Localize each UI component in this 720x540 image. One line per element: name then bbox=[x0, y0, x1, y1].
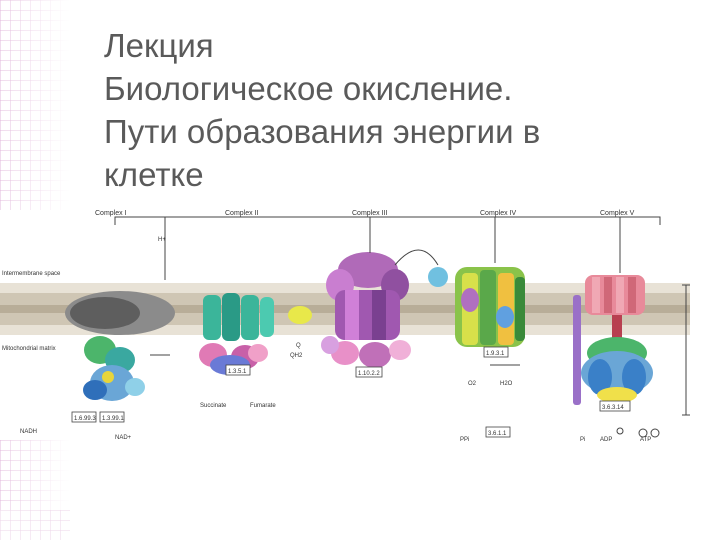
complex-label-3: Complex III bbox=[352, 210, 387, 217]
complex-1 bbox=[65, 291, 175, 401]
enzyme-code-4: 1.10.2.2 bbox=[358, 371, 380, 377]
electron-transport-chain-diagram: Complex I Complex II Complex III Complex… bbox=[0, 210, 690, 443]
enzyme-code-6: 3.6.3.14 bbox=[602, 405, 624, 411]
molecule-h-plus: H+ bbox=[158, 237, 166, 243]
molecule-pi: Pi bbox=[580, 437, 585, 443]
molecule-nad: NAD+ bbox=[115, 435, 132, 441]
matrix-label: Mitochondrial matrix bbox=[2, 346, 56, 352]
molecule-qh2: QH2 bbox=[290, 353, 303, 359]
molecule-q: Q bbox=[296, 343, 301, 349]
complex-label-1: Complex I bbox=[95, 210, 127, 217]
proton-arrows bbox=[150, 245, 621, 366]
molecule-nadh: NADH bbox=[20, 429, 37, 435]
enzyme-code-1: 1.6.99.3 bbox=[74, 416, 96, 422]
complex-2 bbox=[199, 293, 274, 375]
enzyme-code-2: 1.3.99.1 bbox=[102, 416, 124, 422]
title-line-1: Лекция bbox=[104, 27, 214, 64]
complex-label-2: Complex II bbox=[225, 210, 259, 217]
cytochrome-c bbox=[428, 267, 448, 287]
title-line-3: Пути образования энергии в bbox=[104, 113, 541, 150]
enzyme-code-5: 1.9.3.1 bbox=[486, 351, 505, 357]
molecule-o2: O2 bbox=[468, 381, 477, 387]
enzyme-code-boxes: 1.6.99.3 1.3.99.1 1.3.5.1 1.10.2.2 1.9.3… bbox=[71, 346, 631, 438]
molecule-h2o: H2O bbox=[500, 381, 513, 387]
complex-4 bbox=[455, 267, 525, 347]
grid-decoration bbox=[0, 0, 70, 540]
complex-label-5: Complex V bbox=[600, 210, 635, 217]
molecule-labels: NADH NAD+ Succinate Fumarate Q QH2 O2 H2… bbox=[20, 237, 651, 443]
molecule-succinate: Succinate bbox=[200, 403, 227, 409]
symbol-circles bbox=[616, 427, 660, 438]
enzyme-code-3: 1.3.5.1 bbox=[228, 369, 247, 375]
complex-label-4: Complex IV bbox=[480, 210, 517, 217]
molecule-fumarate: Fumarate bbox=[250, 403, 276, 409]
molecule-ppi: PPi bbox=[460, 437, 469, 443]
bottom-decoration bbox=[0, 510, 70, 540]
title-line-4: клетке bbox=[104, 156, 204, 193]
complex-3 bbox=[321, 252, 411, 368]
enzyme-code-7: 3.6.1.1 bbox=[488, 431, 507, 437]
q-pool bbox=[288, 306, 312, 324]
molecule-adp: ADP bbox=[600, 437, 612, 443]
slide-title: Лекция Биологическое окисление. Пути обр… bbox=[104, 24, 704, 196]
title-line-2: Биологическое окисление. bbox=[104, 70, 513, 107]
intermembrane-label: Intermembrane space bbox=[2, 271, 61, 277]
molecule-atp: ATP bbox=[640, 437, 651, 443]
complex-5 bbox=[573, 275, 653, 405]
